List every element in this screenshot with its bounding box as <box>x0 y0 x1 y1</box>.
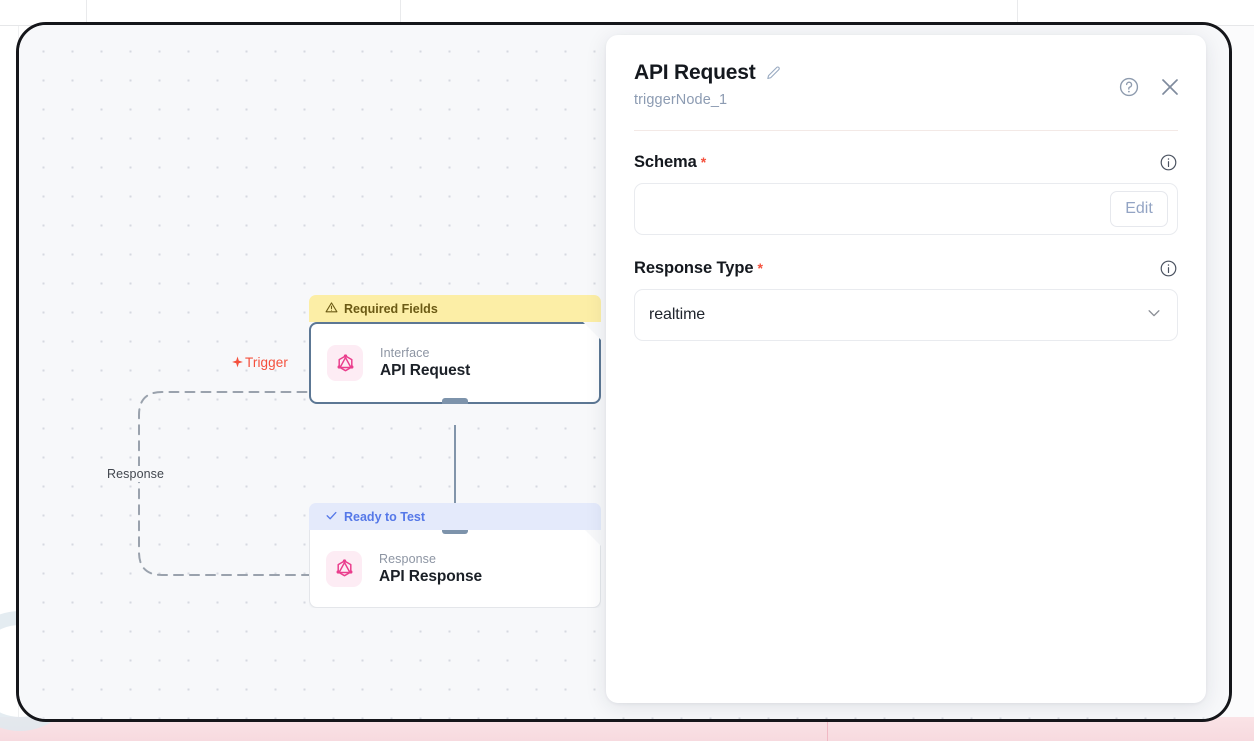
trigger-label-text: Trigger <box>245 355 288 370</box>
device-frame: Trigger Response Required Fields <box>16 22 1232 722</box>
response-edge-label: Response <box>103 466 169 482</box>
trigger-edge-label: Trigger <box>231 355 288 370</box>
check-icon <box>325 509 338 525</box>
field-label-response-type: Response Type * <box>634 259 763 277</box>
panel-divider <box>634 130 1178 131</box>
required-marker: * <box>700 154 707 170</box>
response-type-value: realtime <box>649 306 706 323</box>
info-icon[interactable] <box>1159 259 1178 278</box>
close-icon[interactable] <box>1158 75 1182 99</box>
flow-node-api-request[interactable]: Required Fields Interface API Request <box>309 295 601 404</box>
node-status-banner-ready-to-test: Ready to Test <box>309 503 601 530</box>
schema-input-shell[interactable]: Edit <box>634 183 1178 235</box>
flow-node-title: API Response <box>379 567 483 585</box>
node-properties-panel: API Request triggerNode_1 <box>606 35 1206 703</box>
connection-layer <box>138 391 456 576</box>
node-input-port[interactable] <box>442 526 468 534</box>
pencil-icon[interactable] <box>765 65 782 82</box>
help-circle-icon[interactable] <box>1118 76 1140 98</box>
schema-input[interactable] <box>649 199 1163 219</box>
flow-node-subtitle: Interface <box>380 346 430 360</box>
spark-icon <box>231 356 244 369</box>
flow-node-body[interactable]: Interface API Request <box>309 322 601 404</box>
panel-header: API Request triggerNode_1 <box>606 35 1206 108</box>
chevron-down-icon[interactable] <box>1145 304 1163 327</box>
panel-header-actions <box>1118 75 1182 99</box>
node-status-banner-required-fields: Required Fields <box>309 295 601 322</box>
node-id-label: triggerNode_1 <box>634 92 728 108</box>
graphql-icon <box>326 551 362 587</box>
node-output-port[interactable] <box>442 398 468 406</box>
flow-node-api-response[interactable]: Ready to Test Response API Response <box>309 503 601 608</box>
backdrop-seam <box>400 0 401 26</box>
graphql-icon <box>327 345 363 381</box>
field-response-type: Response Type * realtime <box>634 259 1178 341</box>
backdrop-seam <box>1017 0 1018 26</box>
flow-node-title: API Request <box>380 362 471 379</box>
flow-node-subtitle: Response <box>379 551 437 566</box>
edge-response-to-trigger <box>138 391 312 576</box>
warning-triangle-icon <box>325 301 338 317</box>
response-type-select[interactable]: realtime <box>634 289 1178 341</box>
backdrop-seam <box>86 0 87 26</box>
required-marker: * <box>757 260 763 276</box>
backdrop-bottom-seam <box>827 717 828 741</box>
flow-node-body[interactable]: Response API Response <box>309 530 601 608</box>
panel-body: Schema * Edit <box>606 131 1206 341</box>
node-status-banner-text: Ready to Test <box>344 509 426 524</box>
page-title: API Request <box>634 61 756 84</box>
info-icon[interactable] <box>1159 153 1178 172</box>
field-schema: Schema * Edit <box>634 153 1178 235</box>
node-status-banner-text: Required Fields <box>344 301 438 316</box>
field-label-schema: Schema * <box>634 153 707 171</box>
schema-edit-button[interactable]: Edit <box>1110 191 1168 227</box>
